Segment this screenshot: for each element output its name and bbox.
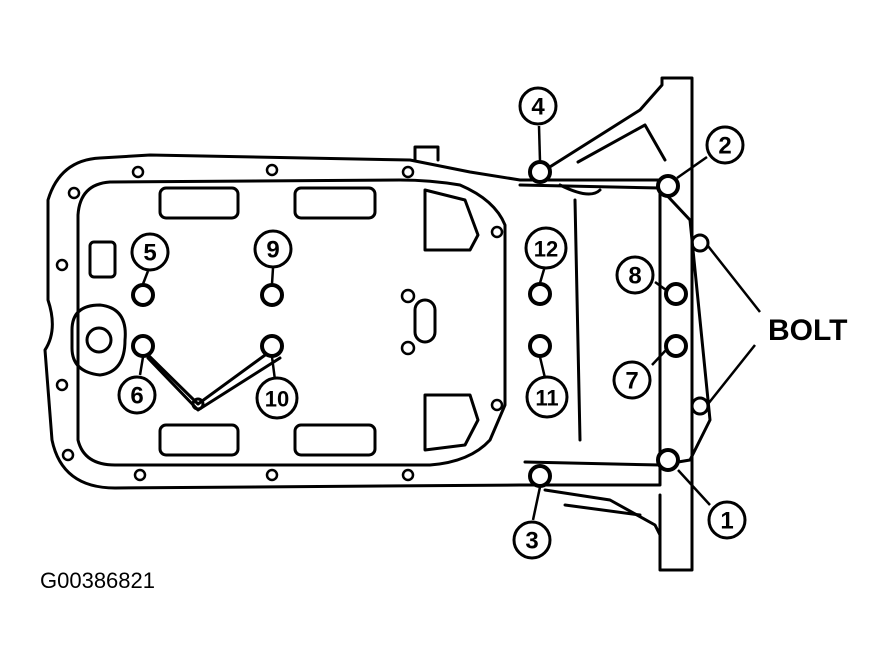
- flange-hole: [133, 468, 147, 482]
- flange-hole: [490, 398, 504, 412]
- pan-right-divider: [573, 198, 582, 442]
- callout-5-circle: [130, 232, 170, 272]
- callout-1-circle: [707, 500, 747, 540]
- bolt-9: [260, 283, 284, 307]
- bolt-1: [656, 448, 680, 472]
- side-bolt-head: [690, 396, 710, 416]
- callout-9-label: 9: [266, 237, 279, 264]
- bolt-label-leader: [707, 344, 756, 405]
- callout-4-circle: [518, 86, 558, 126]
- callout-3-label: 3: [525, 528, 538, 555]
- bottom-bracket-inner: [563, 503, 642, 517]
- callout-8-circle: [615, 255, 655, 295]
- callout-9-circle: [253, 229, 293, 269]
- leader-line: [270, 356, 277, 381]
- pan-recess: [423, 188, 480, 252]
- pan-outer-flange: [43, 153, 662, 490]
- leader-line: [538, 356, 547, 379]
- leader-line: [531, 486, 542, 521]
- bolt-6: [131, 334, 155, 358]
- top-boss: [413, 145, 440, 162]
- leader-line: [141, 270, 150, 285]
- callout-3-circle: [512, 520, 552, 560]
- callout-7-label: 7: [625, 368, 638, 395]
- callout-1-label: 1: [720, 508, 733, 535]
- center-slot: [413, 298, 437, 344]
- callout-5-label: 5: [143, 240, 156, 267]
- callout-8-label: 8: [628, 263, 641, 290]
- flange-hole: [61, 448, 75, 462]
- flange-hole: [401, 468, 415, 482]
- callout-7-circle: [612, 360, 652, 400]
- drain-plate: [70, 303, 127, 377]
- callout-12-circle: [524, 226, 568, 270]
- callout-11-label: 11: [535, 386, 558, 411]
- callout-2-circle: [705, 125, 745, 165]
- leader-line: [138, 356, 145, 376]
- drain-plug: [85, 326, 113, 354]
- bolt-3: [528, 464, 552, 488]
- flange-hole: [131, 165, 145, 179]
- leader-line: [677, 469, 711, 506]
- top-bracket: [543, 76, 694, 572]
- callout-6-label: 6: [130, 383, 143, 410]
- callout-11-circle: [525, 375, 569, 419]
- bolt-8: [664, 282, 688, 306]
- pan-recess: [423, 393, 480, 452]
- bolt-4: [528, 160, 552, 184]
- leader-line: [654, 280, 667, 292]
- callout-4-label: 4: [531, 94, 545, 121]
- flange-hole: [67, 186, 81, 200]
- bolt-5: [131, 283, 155, 307]
- flange-hole: [265, 468, 279, 482]
- pan-right-flange-curve: [558, 183, 602, 196]
- pan-slot: [293, 423, 377, 457]
- bolt-12: [528, 282, 552, 306]
- leader-line: [651, 349, 667, 366]
- pan-recess: [88, 240, 117, 279]
- pan-slot: [158, 186, 240, 220]
- callout-10-circle: [255, 376, 299, 420]
- top-bracket-inner: [576, 123, 667, 164]
- bolt-10: [260, 334, 284, 358]
- bolt-7: [664, 334, 688, 358]
- flange-hole: [400, 288, 416, 304]
- callout-2-label: 2: [718, 133, 731, 160]
- flange-hole: [401, 165, 415, 179]
- bolt-label: BOLT: [768, 314, 847, 347]
- bolt-label-leader: [707, 245, 761, 313]
- figure-id: G00386821: [40, 568, 155, 593]
- callout-10-label: 10: [265, 387, 289, 412]
- leader-line: [537, 125, 542, 162]
- linkage-rod: [141, 348, 274, 406]
- pan-inner-outline: [76, 178, 507, 467]
- bolt-2: [656, 174, 680, 198]
- flange-hole: [265, 163, 279, 177]
- callout-6-circle: [117, 375, 157, 415]
- side-bolt-head: [690, 233, 710, 253]
- leader-line: [676, 155, 708, 180]
- pan-slot: [158, 423, 240, 457]
- flange-hole: [55, 378, 69, 392]
- flange-hole: [55, 258, 69, 272]
- bolt-11: [528, 334, 552, 358]
- leader-line: [270, 267, 275, 285]
- flange-hole: [490, 225, 504, 239]
- linkage-pivot: [191, 397, 205, 411]
- callout-12-label: 12: [534, 237, 558, 262]
- pan-slot: [293, 186, 377, 220]
- bottom-bracket: [543, 488, 662, 537]
- flange-hole: [400, 340, 416, 356]
